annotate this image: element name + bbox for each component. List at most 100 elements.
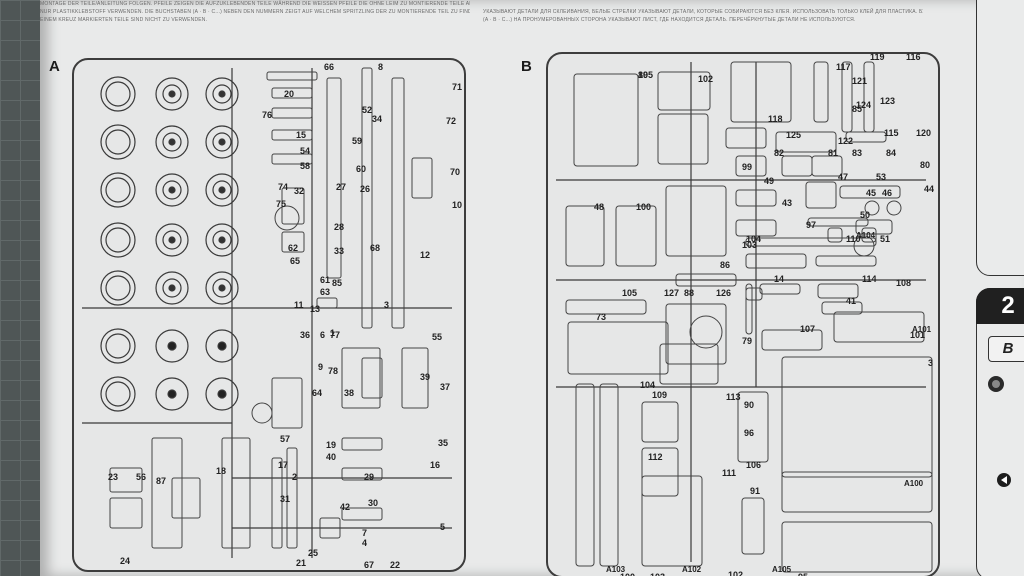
part-number-label: 3 bbox=[384, 300, 389, 310]
part-outline bbox=[813, 61, 829, 123]
part-outline bbox=[781, 521, 933, 573]
part-number-label: 7 bbox=[362, 528, 367, 538]
part-number-label: 103 bbox=[742, 240, 757, 250]
part-number-label: 52 bbox=[362, 105, 372, 115]
part-number-label: 59 bbox=[352, 136, 362, 146]
part-number-label: 67 bbox=[364, 560, 374, 570]
part-number-label: 79 bbox=[742, 336, 752, 346]
wheel-hub bbox=[155, 125, 189, 159]
part-outline bbox=[573, 73, 639, 167]
tire-ring bbox=[100, 172, 136, 208]
part-outline bbox=[807, 217, 869, 227]
part-outline bbox=[745, 283, 753, 335]
part-outline bbox=[641, 447, 679, 497]
wheels-group bbox=[100, 76, 239, 412]
part-number-label: 14 bbox=[774, 274, 784, 284]
part-number-label: 70 bbox=[450, 167, 460, 177]
part-number-label: 100 bbox=[636, 202, 651, 212]
sprue-a-label: A bbox=[49, 58, 60, 75]
part-number-label: 77 bbox=[330, 330, 340, 340]
part-outline bbox=[815, 255, 877, 267]
part-number-label: 29 bbox=[364, 472, 374, 482]
part-number-label: 41 bbox=[846, 296, 856, 306]
disc-part bbox=[886, 200, 902, 216]
part-number-label: 38 bbox=[344, 388, 354, 398]
part-number-label: 35 bbox=[438, 438, 448, 448]
part-number-label: 109 bbox=[652, 390, 667, 400]
part-number-label: 81 bbox=[828, 148, 838, 158]
part-number-label: 104 bbox=[640, 380, 655, 390]
part-number-label: 103 bbox=[650, 572, 665, 576]
part-outline bbox=[781, 155, 813, 177]
part-number-label: 76 bbox=[262, 110, 272, 120]
part-outline bbox=[863, 61, 875, 133]
wheel-disc bbox=[205, 377, 239, 411]
part-outline bbox=[575, 383, 595, 567]
part-number-label: 9 bbox=[318, 362, 323, 372]
part-number-label: 27 bbox=[336, 182, 346, 192]
part-number-label: 1 bbox=[330, 328, 335, 338]
part-number-label: 51 bbox=[880, 234, 890, 244]
part-number-label: 80 bbox=[920, 160, 930, 170]
part-number-label: 42 bbox=[340, 502, 350, 512]
wheel-hub bbox=[205, 223, 239, 257]
part-outline bbox=[109, 467, 143, 493]
wheel-hub bbox=[205, 173, 239, 207]
part-outline bbox=[735, 189, 777, 207]
sprue-tag-a101: A101 bbox=[912, 325, 932, 334]
part-outline bbox=[657, 71, 711, 111]
part-outline bbox=[615, 205, 657, 267]
part-number-label: 112 bbox=[648, 452, 663, 462]
part-number-label: 102 bbox=[728, 570, 743, 576]
part-outline bbox=[659, 343, 719, 385]
part-number-label: 66 bbox=[324, 62, 334, 72]
part-outline bbox=[641, 475, 703, 567]
part-number-label: 108 bbox=[896, 278, 911, 288]
part-number-label: 12 bbox=[420, 250, 430, 260]
part-number-label: 71 bbox=[452, 82, 462, 92]
part-number-label: 55 bbox=[432, 332, 442, 342]
part-number-label: 75 bbox=[276, 199, 286, 209]
part-number-label: 43 bbox=[782, 198, 792, 208]
part-outline bbox=[833, 311, 925, 343]
part-number-label: 23 bbox=[108, 472, 118, 482]
part-number-label: 105 bbox=[638, 70, 653, 80]
part-number-label: 117 bbox=[836, 62, 851, 72]
part-number-label: 78 bbox=[328, 366, 338, 376]
part-number-label: 68 bbox=[370, 243, 380, 253]
part-number-label: 73 bbox=[596, 312, 606, 322]
part-outline bbox=[845, 131, 887, 143]
part-number-label: 85 bbox=[332, 278, 342, 288]
part-number-label: 39 bbox=[420, 372, 430, 382]
part-number-label: 105 bbox=[622, 288, 637, 298]
part-outline bbox=[735, 155, 767, 177]
part-number-label: 37 bbox=[440, 382, 450, 392]
part-number-label: 107 bbox=[800, 324, 815, 334]
part-number-label: 21 bbox=[296, 558, 306, 568]
part-number-label: 120 bbox=[916, 128, 931, 138]
part-outline bbox=[775, 131, 837, 153]
part-number-label: 118 bbox=[768, 114, 783, 124]
part-number-label: 53 bbox=[876, 172, 886, 182]
part-number-label: 106 bbox=[746, 460, 761, 470]
instruction-sheet: MONTAGE DER TEILE/ANLEITUNG FOLGEN. PFEI… bbox=[40, 0, 1024, 576]
header-ru-1: УКАЗЫВАЮТ ДЕТАЛИ ДЛЯ СКЛЕИВАНИЯ, БЕЛЫЕ С… bbox=[483, 9, 923, 15]
part-outline bbox=[861, 227, 877, 243]
part-number-label: 20 bbox=[284, 89, 294, 99]
part-number-label: 89 bbox=[638, 70, 648, 80]
part-number-label: 44 bbox=[924, 184, 934, 194]
part-outline bbox=[361, 67, 373, 329]
part-outline bbox=[281, 231, 305, 253]
part-number-label: 101 bbox=[910, 330, 925, 340]
part-outline bbox=[319, 517, 341, 539]
part-outline bbox=[811, 155, 843, 177]
part-number-label: 34 bbox=[372, 114, 382, 124]
part-outline bbox=[151, 437, 183, 549]
sprue-tag-a105: A105 bbox=[772, 565, 792, 574]
drum-part bbox=[274, 205, 300, 231]
part-number-label: 50 bbox=[860, 210, 870, 220]
part-number-label: 5 bbox=[440, 522, 445, 532]
part-outline bbox=[565, 205, 605, 267]
part-outline bbox=[737, 391, 769, 463]
